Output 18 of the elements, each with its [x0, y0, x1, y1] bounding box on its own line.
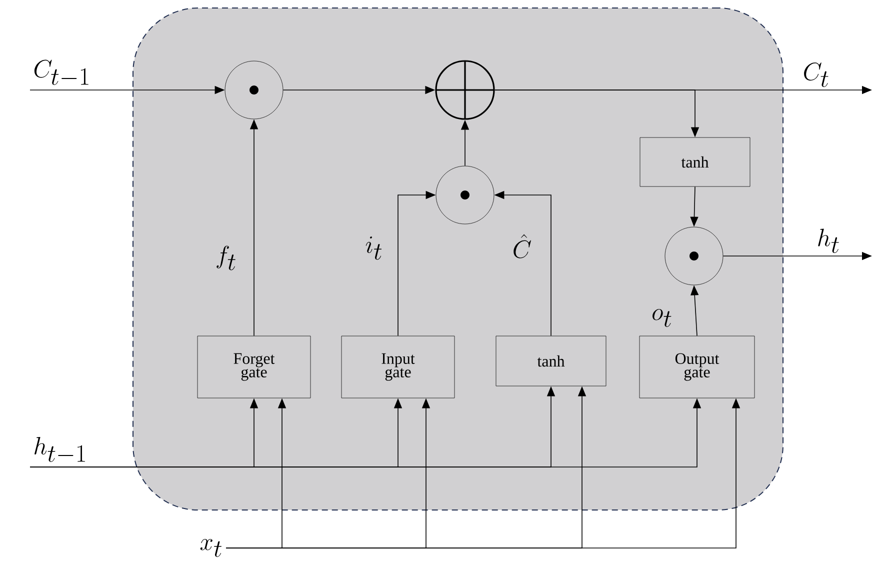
output-label: $C_t$	[804, 62, 828, 88]
input-label: $x_t$	[200, 539, 222, 557]
function-box: tanh	[640, 137, 750, 187]
multiply-circle	[436, 166, 494, 224]
multiply-circle	[224, 60, 284, 120]
input-label: $C_{t-1}$	[34, 60, 88, 85]
edge-label: $f_t$	[216, 246, 236, 270]
add-circle	[435, 60, 495, 120]
input-label: $h_{t-1}$	[34, 437, 85, 462]
gate-box: Forget gate	[197, 336, 311, 398]
gate-box: Input gate	[341, 336, 455, 398]
edge-label: $o_t$	[652, 309, 672, 327]
function-box: tanh	[496, 336, 606, 386]
gate-box: Output gate	[639, 336, 755, 398]
edge-label: $\hat{C}$	[514, 234, 531, 258]
multiply-circle	[664, 226, 724, 286]
edge-label: $i_t$	[366, 236, 382, 260]
output-label: $h_t$	[818, 228, 839, 254]
